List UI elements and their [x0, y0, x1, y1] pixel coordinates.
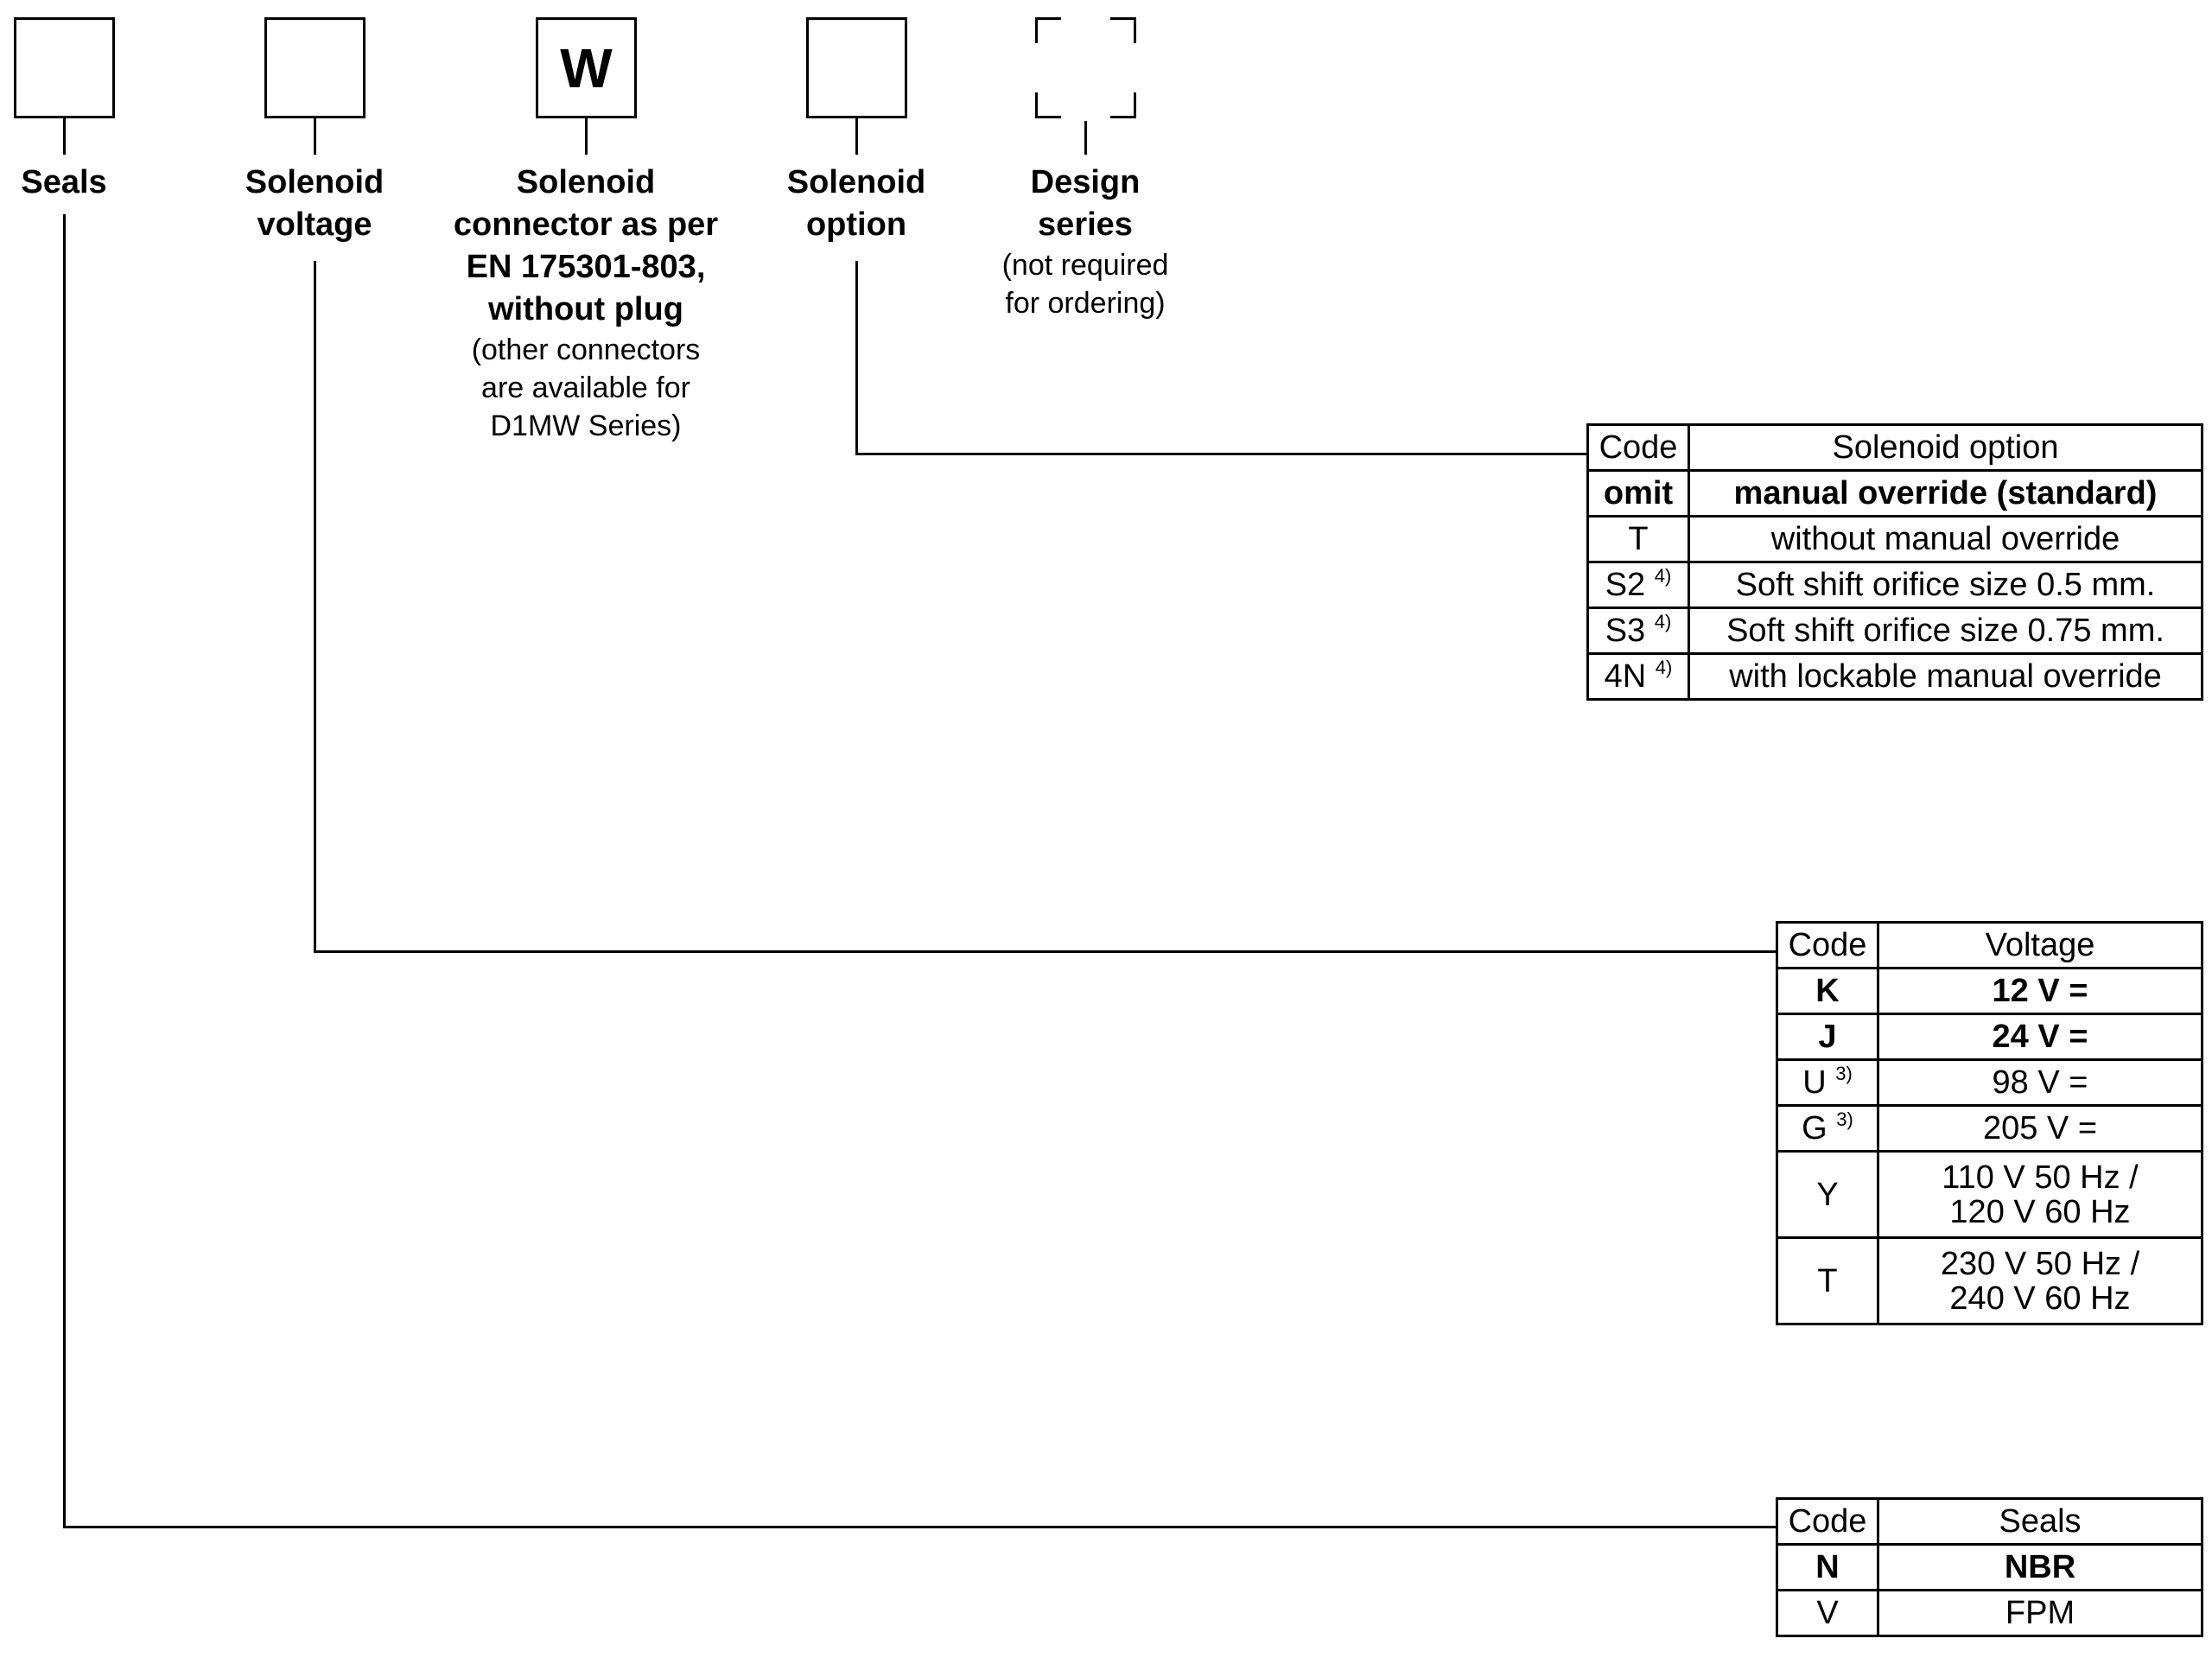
- row-code: Y: [1816, 1176, 1839, 1213]
- header-code: Code: [1586, 423, 1690, 472]
- row-footnote: 4): [1654, 610, 1672, 632]
- row-code: T: [1817, 1262, 1838, 1299]
- solenoid-option-box: [806, 17, 907, 118]
- table-row: G 3) 205 V =: [1776, 1104, 2203, 1153]
- table-row: S3 4) Soft shift orifice size 0.75 mm.: [1586, 607, 2203, 655]
- table-row: 4N 4) with lockable manual override: [1586, 652, 2203, 701]
- seals-table: Code Seals N NBR V FPM: [1776, 1497, 2203, 1637]
- header-desc: Voltage: [1877, 921, 2203, 969]
- row-desc: 24 V =: [1877, 1013, 2203, 1061]
- table-row: J 24 V =: [1776, 1013, 2203, 1061]
- table-row: omit manual override (standard): [1586, 469, 2203, 518]
- solenoid-option-label: Solenoid option: [786, 164, 926, 243]
- row-code: omit: [1603, 474, 1674, 511]
- row-code: K: [1815, 972, 1840, 1009]
- connector-line: [1084, 121, 1087, 155]
- design-series-box: [1035, 17, 1136, 118]
- row-desc: 98 V =: [1877, 1058, 2203, 1107]
- header-desc: Solenoid option: [1688, 423, 2203, 472]
- connector-label: Solenoid connector as per EN 175301-803,…: [430, 162, 741, 445]
- voltage-leader-horizontal: [314, 950, 1776, 953]
- voltage-table: Code Voltage K 12 V = J 24 V = U 3) 98 V…: [1776, 921, 2203, 1325]
- row-desc: Soft shift orifice size 0.5 mm.: [1688, 561, 2203, 609]
- solenoid-voltage-label: Solenoid voltage: [245, 164, 385, 243]
- table-header-row: Code Voltage: [1776, 921, 2203, 969]
- table-row: T 230 V 50 Hz / 240 V 60 Hz: [1776, 1236, 2203, 1325]
- solenoid-option-table: Code Solenoid option omit manual overrid…: [1586, 423, 2203, 701]
- table-row: Y 110 V 50 Hz / 120 V 60 Hz: [1776, 1150, 2203, 1239]
- row-desc: 205 V =: [1877, 1104, 2203, 1153]
- header-code: Code: [1776, 1497, 1879, 1546]
- row-code: U: [1802, 1064, 1827, 1101]
- header-code: Code: [1776, 921, 1879, 969]
- row-code: N: [1815, 1548, 1840, 1585]
- connector-box: W: [536, 17, 637, 118]
- row-footnote: 4): [1655, 656, 1673, 678]
- row-desc: Soft shift orifice size 0.75 mm.: [1688, 607, 2203, 655]
- connector-line: [314, 118, 316, 155]
- option-leader-vertical: [855, 261, 858, 455]
- connector-note: (other connectors are available for D1MW…: [471, 333, 701, 442]
- seals-label: Seals: [21, 164, 107, 200]
- row-code: T: [1628, 520, 1649, 557]
- header-desc: Seals: [1877, 1497, 2203, 1546]
- solenoid-voltage-box: [264, 17, 365, 118]
- seals-leader-vertical: [63, 214, 66, 1528]
- connector-code: W: [560, 36, 613, 99]
- row-footnote: 4): [1654, 564, 1672, 587]
- table-row: V FPM: [1776, 1589, 2203, 1637]
- table-header-row: Code Seals: [1776, 1497, 2203, 1546]
- row-footnote: 3): [1835, 1062, 1853, 1084]
- connector-line: [855, 118, 858, 155]
- table-row: U 3) 98 V =: [1776, 1058, 2203, 1107]
- row-desc: NBR: [1877, 1543, 2203, 1591]
- table-header-row: Code Solenoid option: [1586, 423, 2203, 472]
- row-code: G: [1802, 1109, 1827, 1146]
- seals-box: [14, 17, 115, 118]
- connector-line: [585, 118, 588, 155]
- row-footnote: 3): [1836, 1108, 1853, 1130]
- row-desc: 12 V =: [1877, 967, 2203, 1015]
- row-code: S2: [1605, 566, 1646, 603]
- row-code: V: [1816, 1594, 1839, 1631]
- seals-leader-horizontal: [63, 1526, 1776, 1528]
- row-code: S3: [1605, 612, 1646, 649]
- row-desc: manual override (standard): [1688, 469, 2203, 518]
- row-code: 4N: [1604, 657, 1647, 695]
- table-row: N NBR: [1776, 1543, 2203, 1591]
- table-row: T without manual override: [1586, 515, 2203, 563]
- design-series-note: (not required for ordering): [1001, 249, 1169, 320]
- row-desc: without manual override: [1688, 515, 2203, 563]
- row-desc: FPM: [1877, 1589, 2203, 1637]
- connector-line: [63, 118, 66, 155]
- table-row: S2 4) Soft shift orifice size 0.5 mm.: [1586, 561, 2203, 609]
- table-row: K 12 V =: [1776, 967, 2203, 1015]
- row-desc: 230 V 50 Hz / 240 V 60 Hz: [1877, 1236, 2203, 1325]
- option-leader-horizontal: [855, 453, 1586, 455]
- row-desc: with lockable manual override: [1688, 652, 2203, 701]
- voltage-leader-vertical: [314, 261, 316, 953]
- row-code: J: [1818, 1018, 1837, 1055]
- row-desc: 110 V 50 Hz / 120 V 60 Hz: [1877, 1150, 2203, 1239]
- design-series-label: Design series (not required for ordering…: [930, 162, 1241, 322]
